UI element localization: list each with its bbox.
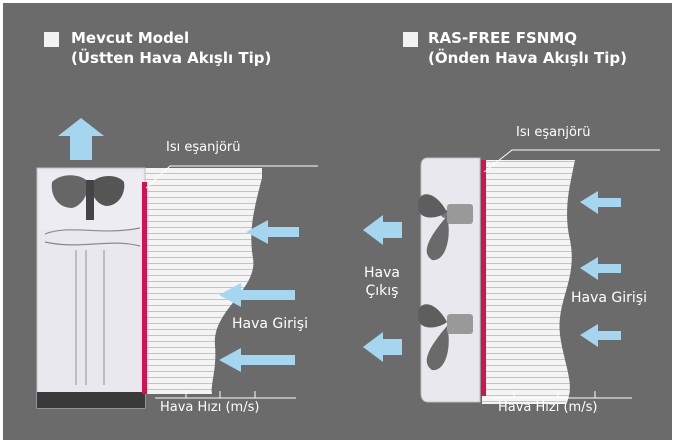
right-fan-top-blade-2	[426, 216, 449, 261]
left-air-speed-label: Hava Hızı (m/s)	[160, 400, 260, 415]
right-title: RAS-FREE FSNMQ (Önden Hava Akışlı Tip)	[428, 28, 627, 68]
left-inlet-arrow-2	[219, 283, 295, 307]
right-air-outlet-line2: Çıkış	[365, 283, 399, 299]
left-inlet-arrow-1	[246, 220, 299, 244]
right-air-outlet-line1: Hava	[364, 265, 400, 281]
right-speed-axis	[492, 391, 632, 399]
right-air-inlet-label: Hava Girişi	[571, 290, 647, 306]
right-fan-bottom-blade-1	[417, 304, 447, 328]
left-heat-exchanger	[142, 182, 147, 394]
right-air-outlet-label: Hava Çıkış	[361, 264, 403, 300]
left-title: Mevcut Model (Üstten Hava Akışlı Tip)	[71, 28, 271, 68]
right-inlet-arrow-1	[580, 191, 621, 214]
left-legend-checkbox	[44, 32, 59, 47]
right-heat-exchanger-label: Isı eşanjörü	[516, 125, 591, 140]
right-fan-bottom-hub	[447, 314, 473, 334]
right-fan-bottom-blade-2	[426, 326, 449, 371]
right-heat-exchanger	[481, 160, 486, 396]
right-outlet-arrow-1	[363, 215, 402, 245]
right-fin-coil	[482, 160, 575, 404]
left-title-line1: Mevcut Model	[71, 29, 190, 47]
right-outlet-arrow-2	[363, 332, 402, 362]
left-title-line2: (Üstten Hava Akışlı Tip)	[71, 49, 272, 67]
exhaust-up-arrow	[58, 118, 104, 160]
left-fan-blade-2	[91, 176, 125, 206]
right-fan-top-blade-1	[417, 194, 447, 218]
left-air-inlet-label: Hava Girişi	[232, 316, 308, 332]
left-exchanger-leader	[145, 165, 318, 189]
right-title-line1: RAS-FREE FSNMQ	[428, 29, 577, 47]
left-fan-shaft	[86, 180, 94, 220]
left-inlet-arrow-3	[219, 348, 295, 372]
right-inlet-arrow-3	[580, 324, 621, 347]
right-inlet-arrow-2	[580, 257, 621, 280]
left-unit	[36, 118, 318, 409]
right-exchanger-leader	[483, 149, 660, 173]
left-base	[37, 392, 145, 408]
right-legend-checkbox	[403, 32, 418, 47]
left-heat-exchanger-label: Isı eşanjörü	[166, 140, 241, 155]
right-air-speed-label: Hava Hızı (m/s)	[498, 400, 598, 415]
left-speed-axis	[155, 391, 296, 399]
right-unit	[417, 149, 660, 404]
right-fan-top-hub	[447, 204, 473, 224]
left-fan-blade-1	[51, 175, 89, 208]
right-title-line2: (Önden Hava Akışlı Tip)	[428, 49, 628, 67]
left-fin-coil	[145, 168, 262, 394]
